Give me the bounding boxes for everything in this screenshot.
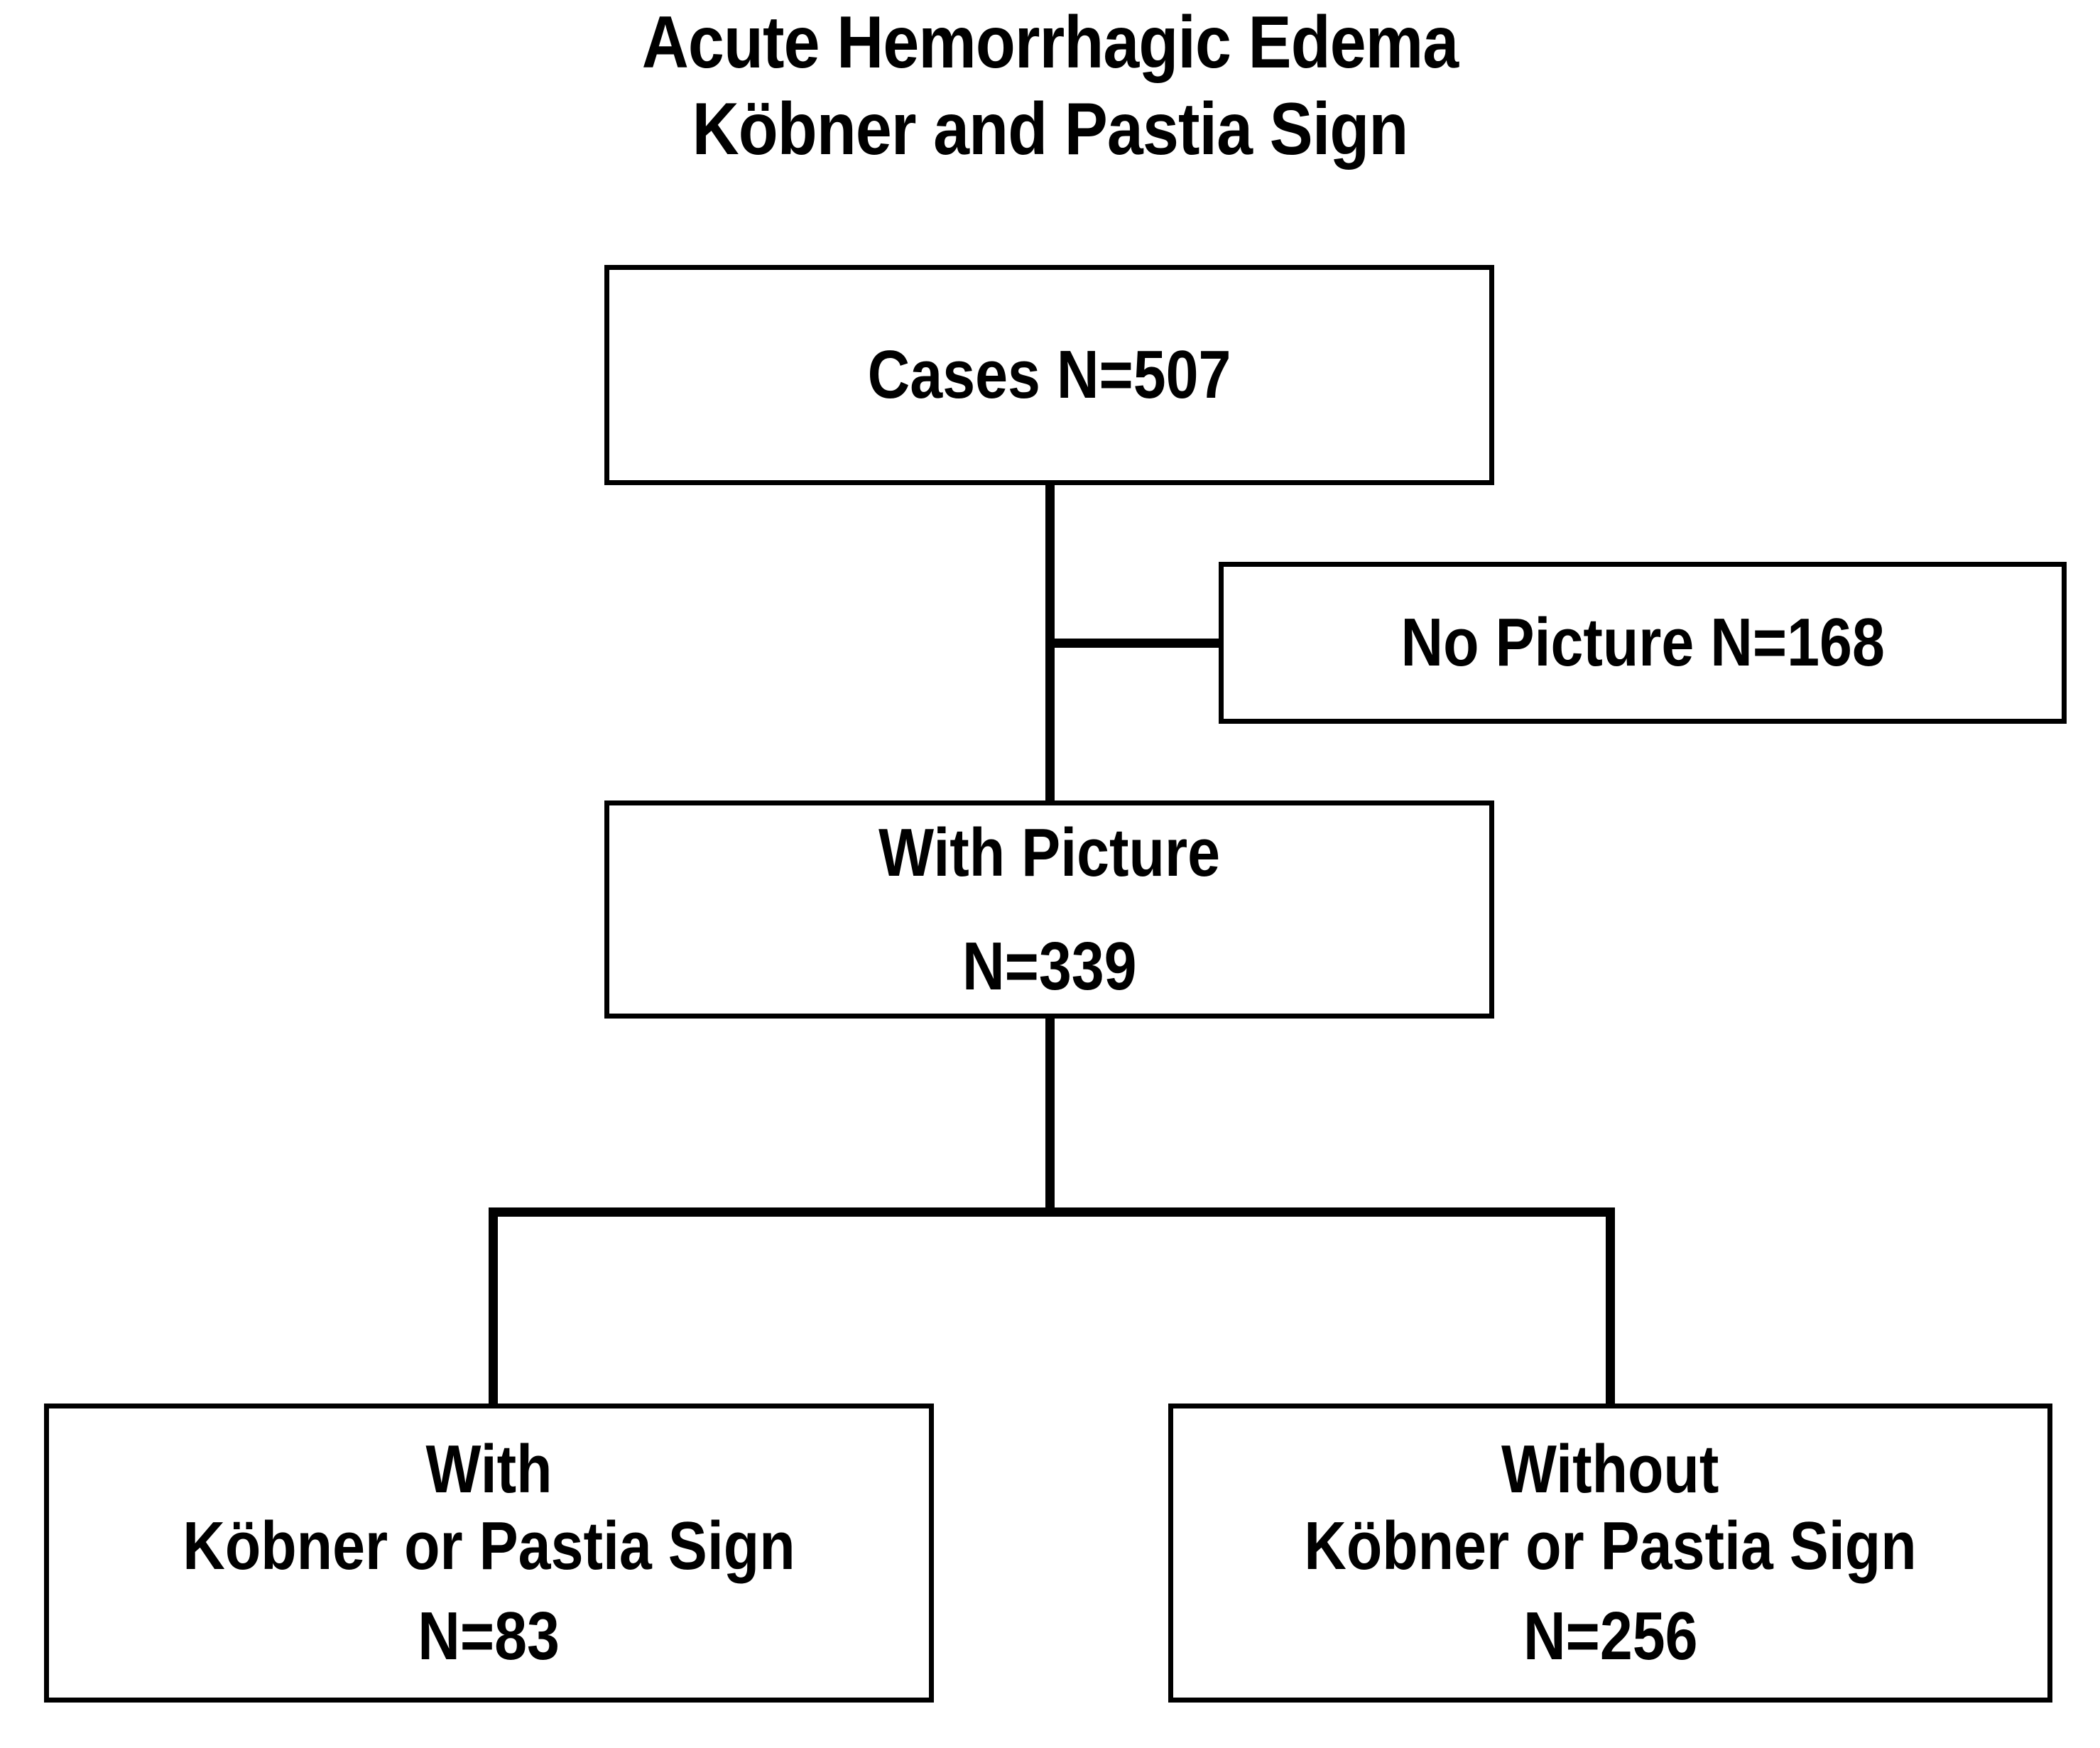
node-with-picture: With Picture N=339 — [604, 800, 1494, 1019]
node-without-sign-line-1: Without — [1501, 1431, 1719, 1508]
node-with-sign-line-1: With — [425, 1431, 553, 1508]
connector-drop-to-with-sign — [489, 1207, 498, 1408]
connector-cases-to-no-picture — [1045, 639, 1223, 648]
node-with-kobner-or-pastia-sign: With Köbner or Pastia Sign N=83 — [44, 1404, 934, 1703]
node-without-sign-line-3: N=256 — [1523, 1598, 1698, 1675]
node-with-sign-line-3: N=83 — [418, 1598, 560, 1675]
figure-title-line-2: Köbner and Pastia Sign — [692, 88, 1409, 170]
figure-title: Acute Hemorrhagic Edema Köbner and Pasti… — [0, 6, 2100, 166]
connector-split-horizontal-bar — [489, 1207, 1615, 1217]
node-without-sign-line-2: Köbner or Pastia Sign — [1304, 1507, 1917, 1584]
node-without-kobner-or-pastia-sign: Without Köbner or Pastia Sign N=256 — [1168, 1404, 2052, 1703]
figure-title-line-1: Acute Hemorrhagic Edema — [641, 1, 1459, 84]
node-no-picture: No Picture N=168 — [1219, 562, 2067, 724]
connector-with-picture-trunk — [1045, 1016, 1055, 1216]
node-with-picture-line-1: With Picture — [878, 814, 1220, 891]
node-no-picture-line-1: No Picture N=168 — [1400, 604, 1885, 681]
connector-drop-to-without-sign — [1606, 1207, 1615, 1408]
node-cases-line-1: Cases N=507 — [867, 337, 1231, 413]
node-with-sign-line-2: Köbner or Pastia Sign — [183, 1507, 795, 1584]
node-with-picture-line-2: N=339 — [962, 928, 1137, 1004]
node-cases: Cases N=507 — [604, 265, 1494, 485]
